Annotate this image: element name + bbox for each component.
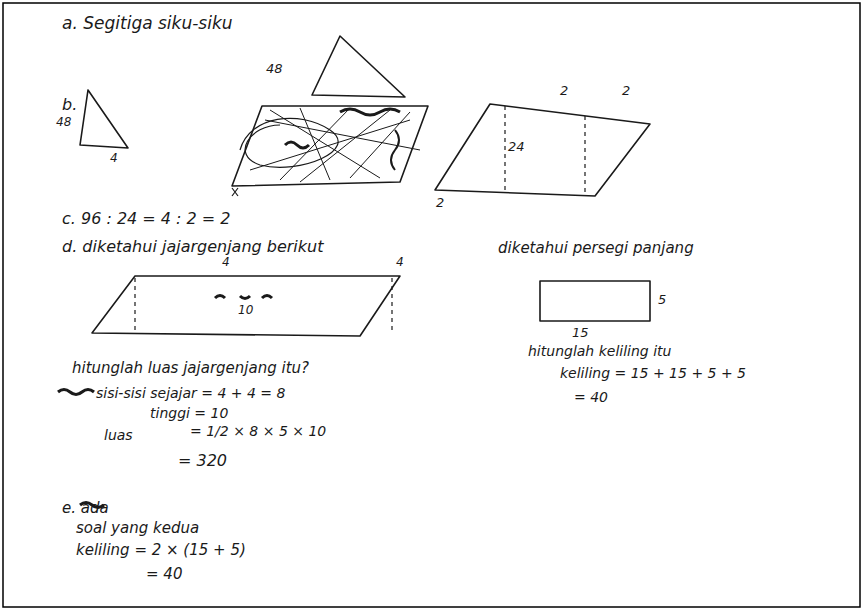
triangle xyxy=(312,36,405,97)
scribble xyxy=(58,390,94,395)
side-length: 48 xyxy=(56,116,71,129)
page-frame xyxy=(3,3,860,607)
result: = 320 xyxy=(178,452,227,470)
side-length: 15 xyxy=(572,326,589,340)
question: hitunglah keliling itu xyxy=(528,344,671,359)
height-label: 10 xyxy=(238,304,253,317)
calculation: tinggi = 10 xyxy=(150,406,228,421)
calculation: = 1/2 × 8 × 5 × 10 xyxy=(190,424,326,439)
question: hitunglah luas jajargenjang itu? xyxy=(72,360,309,377)
calculation: keliling = 15 + 15 + 5 + 5 xyxy=(560,366,746,381)
side-length: 2 xyxy=(436,196,444,210)
calculation: sisi-sisi sejajar = 4 + 4 = 8 xyxy=(96,386,285,401)
side-length: 5 xyxy=(658,293,666,307)
scribbled-parallelogram xyxy=(232,106,428,196)
side-length: 4 xyxy=(396,256,404,269)
parallelogram xyxy=(92,276,400,336)
result: = 40 xyxy=(146,566,182,583)
calculation: keliling = 2 × (15 + 5) xyxy=(76,542,246,559)
rectangle xyxy=(540,281,650,321)
note: e. ada xyxy=(62,500,109,517)
calculation: c. 96 : 24 = 4 : 2 = 2 xyxy=(62,210,231,228)
calculation: luas xyxy=(104,428,133,443)
heading: a. Segitiga siku-siku xyxy=(62,14,233,33)
side-length: 2 xyxy=(560,84,568,98)
side-length: 4 xyxy=(222,256,230,269)
item-letter: b. xyxy=(62,96,77,114)
result: = 40 xyxy=(574,390,608,405)
parallelogram xyxy=(435,104,650,196)
heading: d. diketahui jajargenjang berikut xyxy=(62,238,323,256)
note: soal yang kedua xyxy=(76,520,199,537)
side-length: 2 xyxy=(622,84,630,98)
side-length: 48 xyxy=(266,62,283,76)
triangle xyxy=(80,90,128,148)
height-label: 24 xyxy=(508,140,525,154)
side-length: 4 xyxy=(110,152,118,165)
heading: diketahui persegi panjang xyxy=(498,240,694,257)
